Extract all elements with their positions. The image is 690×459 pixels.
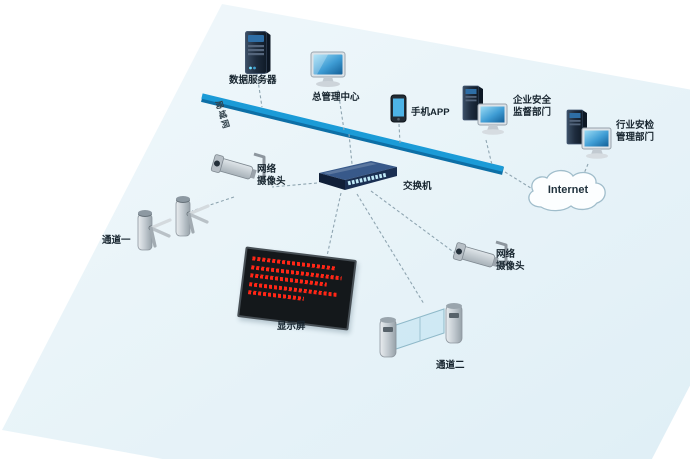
management-center-label: 总管理中心 [312,92,360,103]
internet-cloud [520,166,616,221]
channel-two-label: 通道二 [436,360,465,371]
camera-left-icon [208,150,270,201]
enterprise-dept-icon [458,84,512,143]
switch-label: 交换机 [403,181,432,192]
enterprise-dept-label: 企业安全 监督部门 [513,95,552,118]
mobile-app-label: 手机APP [411,107,450,118]
mobile-app-icon [390,94,408,129]
management-center-icon [308,50,350,95]
internet-label: Internet [547,184,589,196]
camera-right-icon [450,238,512,289]
led-row [247,290,304,301]
data-server-label: 数据服务器 [229,75,277,86]
display-screen [237,246,357,331]
channel-one-icon [124,190,212,267]
channel-one-label: 通道一 [102,235,131,246]
camera-left-label: 网络 摄像头 [257,164,286,187]
camera-right-label: 网络 摄像头 [496,249,525,272]
industry-dept-label: 行业安检 管理部门 [616,120,655,143]
data-server-icon [244,30,272,81]
channel-two-icon [372,295,472,370]
display-label: 显示屏 [277,321,306,332]
industry-dept-icon [562,108,616,167]
switch-icon [314,156,402,201]
